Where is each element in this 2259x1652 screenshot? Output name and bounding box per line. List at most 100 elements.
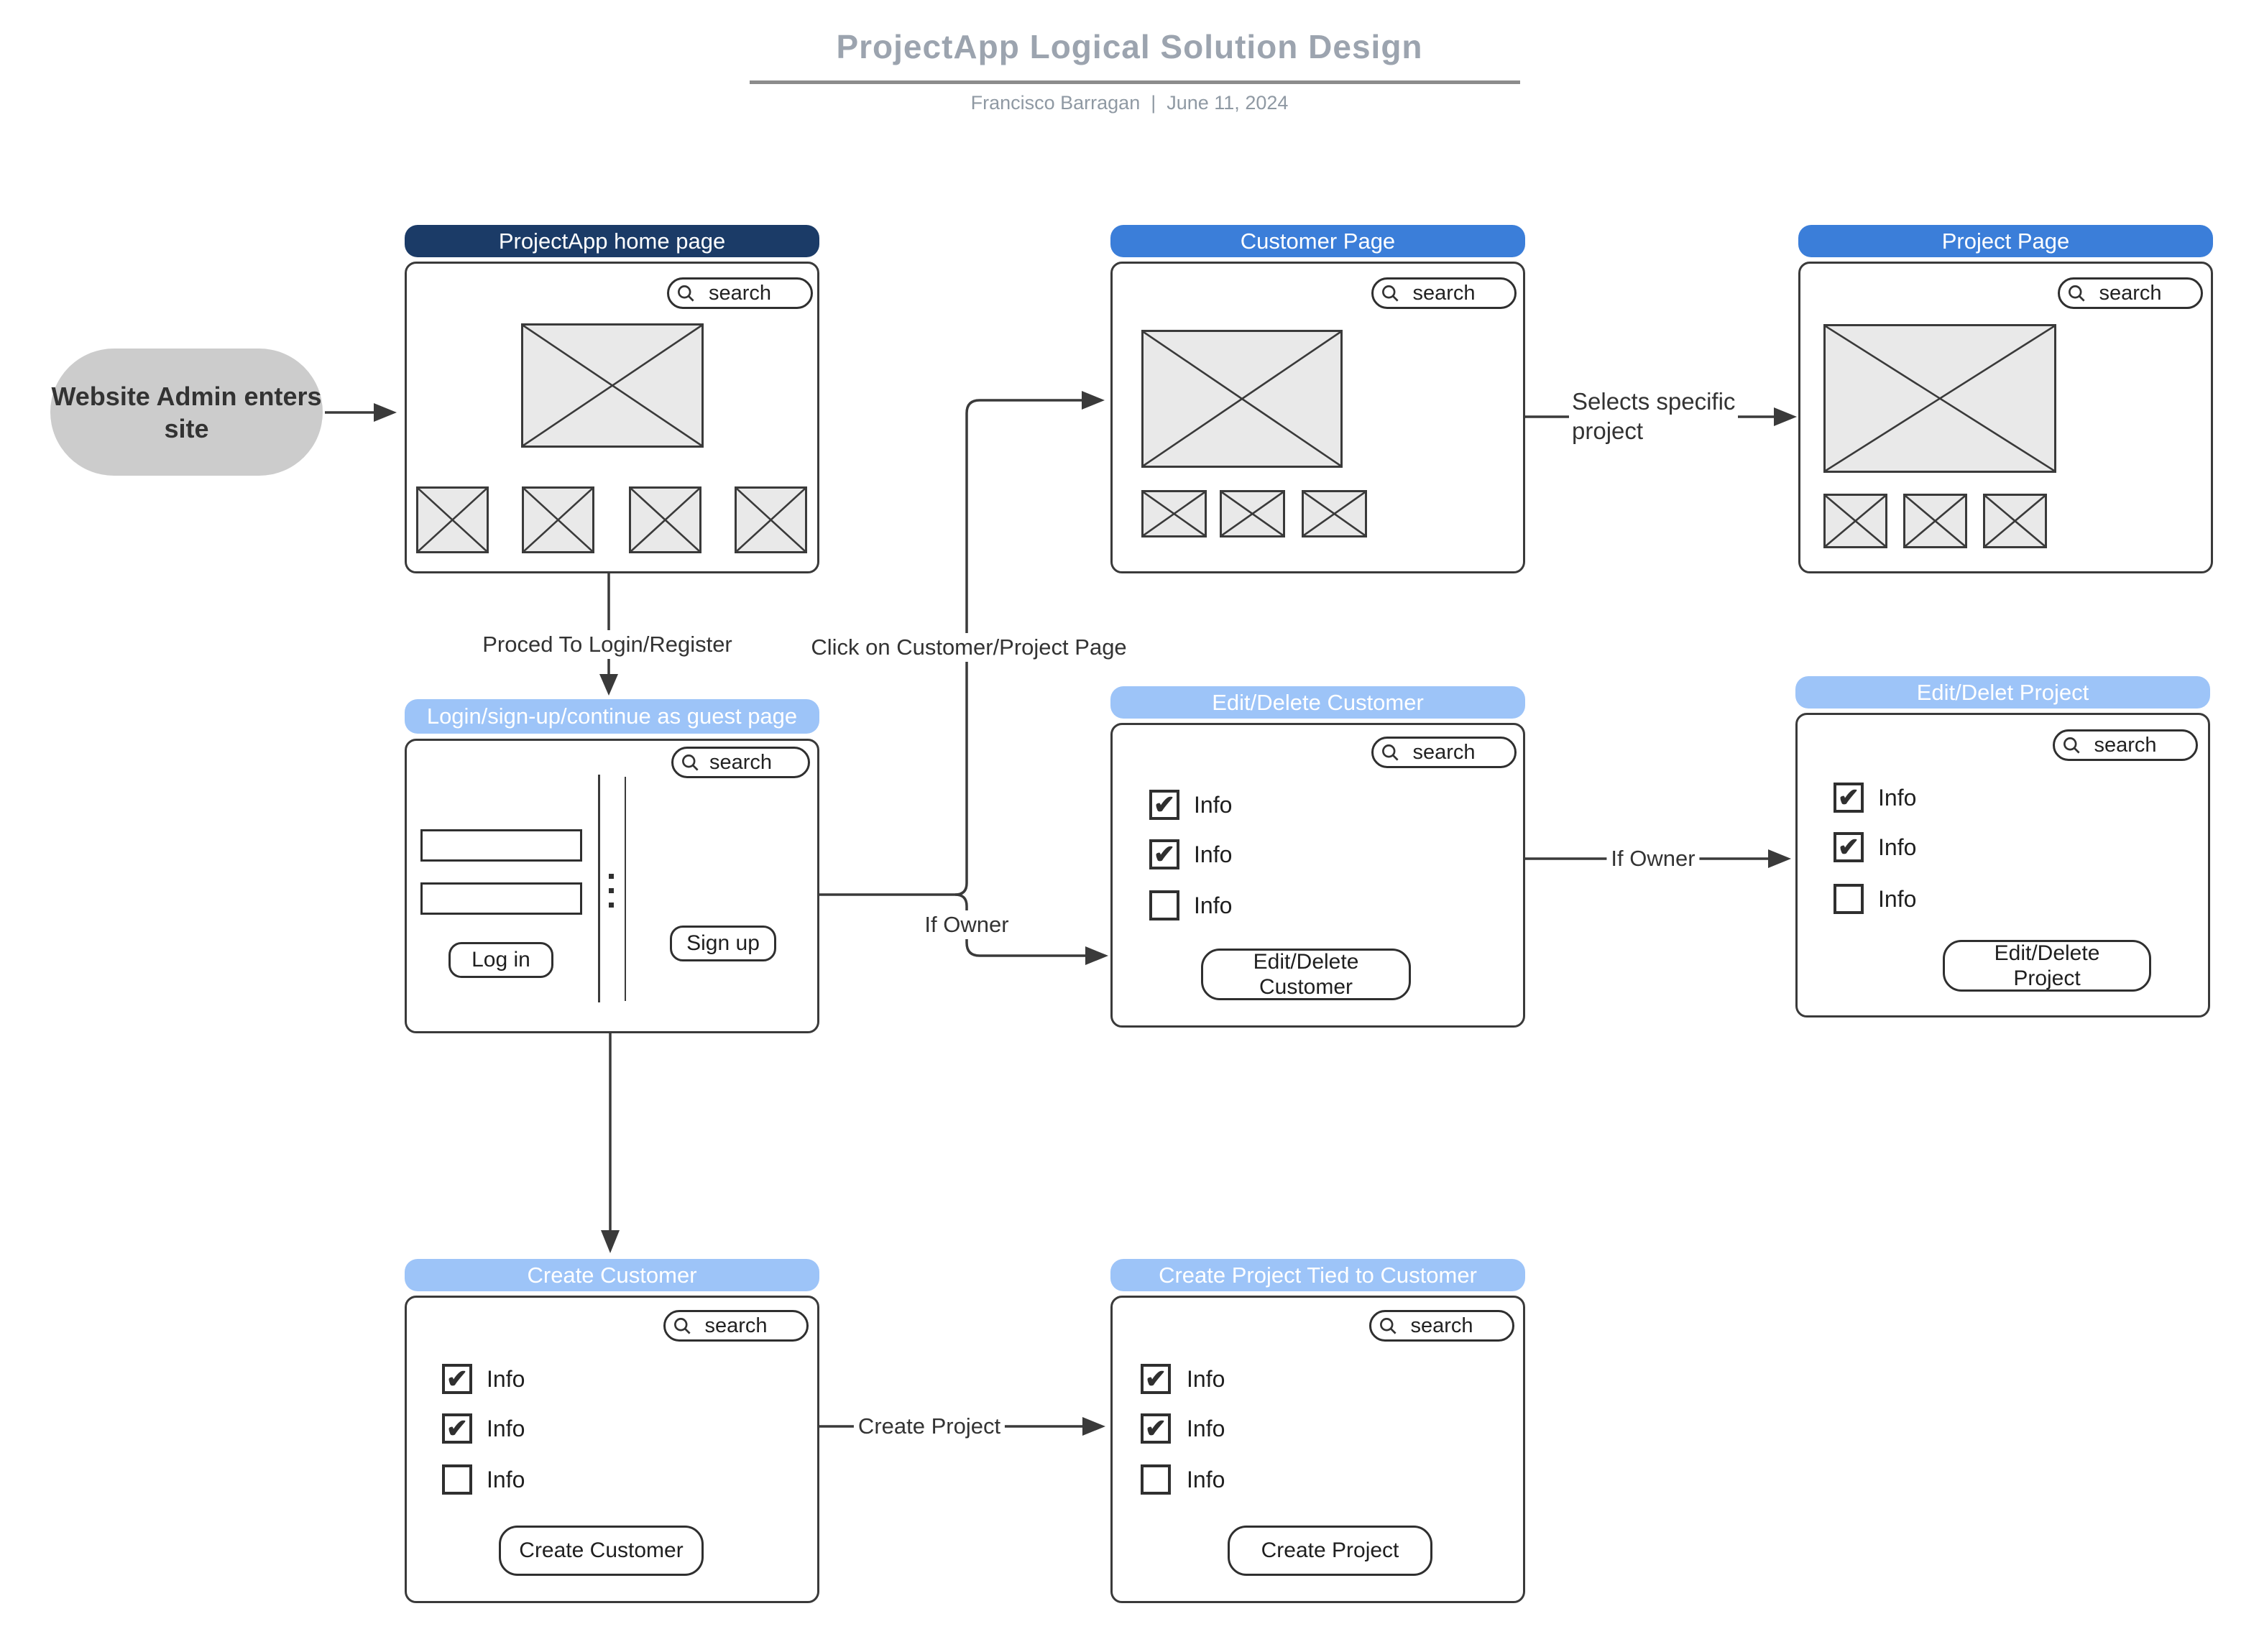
login-search-input[interactable]: search	[671, 747, 810, 778]
edge-customer-to-project-arrowhead	[1774, 407, 1797, 426]
info-label: Info	[487, 1466, 525, 1492]
create-customer-button[interactable]: Create Customer	[499, 1526, 704, 1576]
info-label: Info	[487, 1415, 525, 1441]
edge-login-to-customer-arrowhead	[1082, 391, 1105, 410]
project-page-header-label: Project Page	[1941, 228, 2070, 254]
info-label: Info	[1878, 784, 1917, 811]
home-page-header-label: ProjectApp home page	[498, 228, 726, 254]
create-customer-search-placeholder: search	[704, 1314, 768, 1337]
signup-button[interactable]: Sign up	[670, 926, 776, 961]
edge-label-if-owner-left: If Owner	[920, 910, 1013, 939]
edit-delete-customer-button[interactable]: Edit/Delete Customer	[1201, 949, 1411, 1000]
title-byline: Francisco Barragan | June 11, 2024	[970, 92, 1289, 114]
edge-label-proceed-login: Proced To Login/Register	[478, 630, 737, 659]
info-label: Info	[1878, 834, 1917, 860]
edit-customer-header: Edit/Delete Customer	[1110, 686, 1525, 719]
info-label: Info	[1187, 1365, 1225, 1392]
customer-search-placeholder: search	[1412, 281, 1476, 305]
edit-customer-search-placeholder: search	[1412, 740, 1476, 764]
login-page-header-label: Login/sign-up/continue as guest page	[426, 703, 798, 729]
login-button[interactable]: Log in	[448, 942, 553, 978]
edit-customer-frame: search ✔ Info ✔ Info Info Edit/Delete Cu…	[1110, 723, 1525, 1028]
login-page-frame: search Log in Sign up	[405, 739, 819, 1033]
checkbox-checked[interactable]: ✔	[1141, 1413, 1171, 1444]
checkbox-checked[interactable]: ✔	[1834, 832, 1864, 862]
checkbox-unchecked[interactable]	[1149, 890, 1179, 920]
edit-project-header-label: Edit/Delet Project	[1916, 679, 2089, 705]
edge-login-to-editcustomer	[954, 893, 1085, 957]
checkbox-checked[interactable]: ✔	[1834, 783, 1864, 813]
login-search-placeholder: search	[709, 750, 773, 774]
edit-customer-search-input[interactable]: search	[1371, 737, 1517, 768]
edge-login-to-createcustomer-arrowhead	[601, 1230, 620, 1253]
divider-line	[625, 777, 626, 1001]
customer-page-frame: search	[1110, 262, 1525, 573]
create-project-button[interactable]: Create Project	[1228, 1526, 1432, 1576]
home-search-placeholder: search	[708, 281, 772, 305]
ellipsis-dot	[609, 903, 614, 908]
checkbox-checked[interactable]: ✔	[1141, 1364, 1171, 1394]
thumbnail-placeholder	[1823, 494, 1887, 548]
thumbnail-placeholder	[735, 486, 807, 553]
home-search-input[interactable]: search	[667, 277, 813, 309]
image-placeholder	[521, 323, 704, 448]
home-page-header: ProjectApp home page	[405, 225, 819, 257]
thumbnail-placeholder	[522, 486, 594, 553]
search-icon	[2067, 284, 2087, 303]
info-label: Info	[487, 1365, 525, 1392]
search-icon	[1381, 284, 1400, 303]
project-page-header: Project Page	[1798, 225, 2213, 257]
checkbox-unchecked[interactable]	[1834, 884, 1864, 914]
search-icon	[2062, 736, 2081, 755]
create-customer-search-input[interactable]: search	[663, 1310, 809, 1342]
create-customer-header-label: Create Customer	[527, 1262, 697, 1288]
edge-enter-site-arrowhead	[374, 403, 397, 422]
title-underline	[750, 80, 1520, 84]
create-project-search-placeholder: search	[1410, 1314, 1473, 1337]
project-search-placeholder: search	[2099, 281, 2162, 305]
create-project-header-label: Create Project Tied to Customer	[1159, 1262, 1477, 1288]
info-label: Info	[1187, 1466, 1225, 1492]
checkbox-checked[interactable]: ✔	[1149, 839, 1179, 869]
project-search-input[interactable]: search	[2058, 277, 2203, 309]
password-field[interactable]	[420, 882, 582, 915]
info-label: Info	[1194, 841, 1233, 867]
edit-project-header: Edit/Delet Project	[1795, 676, 2210, 709]
thumbnail-placeholder	[629, 486, 701, 553]
thumbnail-placeholder	[1141, 490, 1207, 537]
customer-search-input[interactable]: search	[1371, 277, 1517, 309]
start-node-website-admin: Website Admin enters site	[50, 349, 323, 476]
info-label: Info	[1878, 885, 1917, 912]
thumbnail-placeholder	[1903, 494, 1967, 548]
create-project-search-input[interactable]: search	[1369, 1310, 1514, 1342]
search-icon	[1379, 1316, 1398, 1336]
edge-label-selects-project: Selects specific project	[1569, 387, 1739, 446]
checkbox-checked[interactable]: ✔	[1149, 790, 1179, 820]
edit-customer-header-label: Edit/Delete Customer	[1212, 689, 1424, 715]
edit-project-search-input[interactable]: search	[2053, 729, 2198, 761]
search-icon	[681, 753, 700, 772]
edit-delete-project-button[interactable]: Edit/Delete Project	[1943, 940, 2151, 992]
checkbox-checked[interactable]: ✔	[442, 1413, 472, 1444]
image-placeholder	[1141, 330, 1343, 468]
info-label: Info	[1187, 1415, 1225, 1441]
create-customer-frame: search ✔ Info ✔ Info Info Create Custome…	[405, 1296, 819, 1603]
username-field[interactable]	[420, 829, 582, 862]
home-page-frame: search	[405, 262, 819, 573]
thumbnail-placeholder	[1983, 494, 2047, 548]
create-project-frame: search ✔ Info ✔ Info Info Create Project	[1110, 1296, 1525, 1603]
edit-project-frame: search ✔ Info ✔ Info Info Edit/Delete Pr…	[1795, 713, 2210, 1017]
checkbox-unchecked[interactable]	[442, 1464, 472, 1495]
search-icon	[673, 1316, 692, 1336]
checkbox-checked[interactable]: ✔	[442, 1364, 472, 1394]
search-icon	[676, 284, 696, 303]
checkbox-unchecked[interactable]	[1141, 1464, 1171, 1495]
edge-home-to-login-arrowhead	[599, 674, 618, 696]
thumbnail-placeholder	[1220, 490, 1285, 537]
customer-page-header-label: Customer Page	[1240, 228, 1396, 254]
edge-editcustomer-to-editproject-arrowhead	[1768, 849, 1791, 868]
edge-login-to-editcustomer-arrowhead	[1085, 946, 1108, 965]
thumbnail-placeholder	[1302, 490, 1367, 537]
ellipsis-dot	[609, 874, 614, 879]
